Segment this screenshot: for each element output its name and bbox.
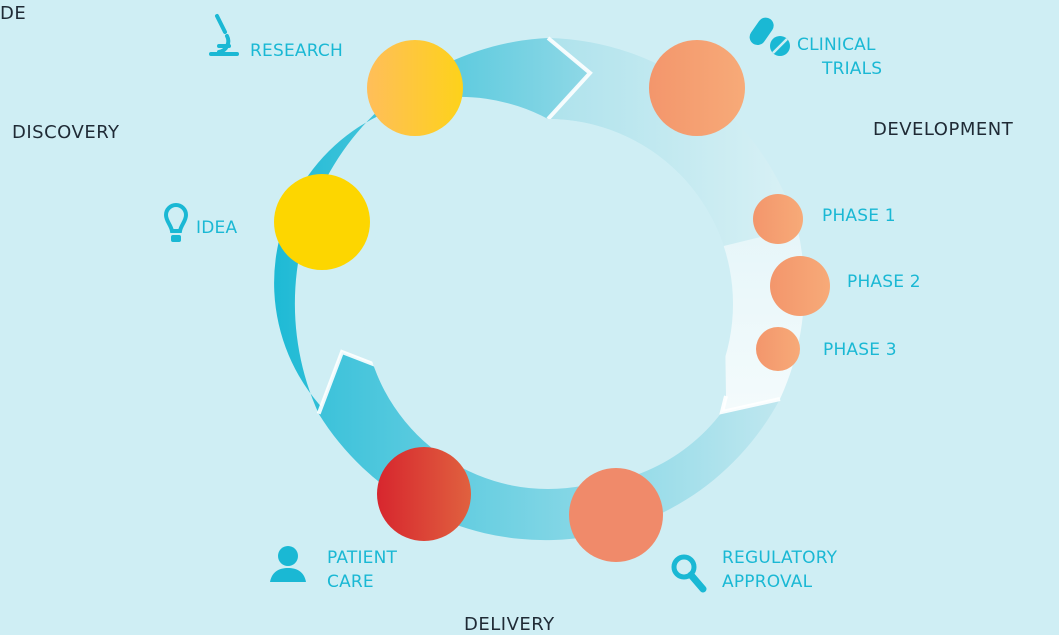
person-icon [270, 546, 306, 582]
step-label-patient-line2: CARE [327, 572, 374, 592]
lightbulb-icon [163, 202, 189, 242]
phase-1-circle [753, 194, 803, 244]
step-label-phase-3: PHASE 3 [823, 340, 897, 360]
arrow-chevron-top [546, 36, 593, 121]
ring-segment-development [548, 38, 798, 246]
step-label-patient-line1: PATIENT [327, 548, 398, 568]
phase-2-circle [770, 256, 830, 316]
idea-circle [274, 174, 370, 270]
ring-segment-development-lower [722, 228, 805, 412]
pills-icon [749, 17, 790, 56]
step-label-regulatory-line2: APPROVAL [722, 572, 813, 592]
phase-3-circle [756, 327, 800, 371]
stage-label-development: DEVELOPMENT [873, 119, 1014, 140]
patient-care-circle [377, 447, 471, 541]
arrow-chevron-right [719, 395, 781, 415]
step-label-clinical-line2: TRIALS [822, 59, 883, 79]
research-circle [367, 40, 463, 136]
step-label-clinical-line1: CLINICAL [797, 35, 876, 55]
stage-label-delivery: DELIVERY [464, 614, 555, 635]
step-label-phase-2: PHASE 2 [847, 272, 921, 292]
step-label-phase-1: PHASE 1 [822, 206, 896, 226]
stage-label-discovery: DISCOVERY [12, 122, 120, 143]
regulatory-approval-circle [569, 468, 663, 562]
step-label-idea: IDEA [196, 218, 238, 238]
clinical-trials-circle [649, 40, 745, 136]
ring-segment-discovery [274, 38, 590, 414]
magnifier-icon [671, 554, 707, 593]
step-label-regulatory-line1: REGULATORY [722, 548, 838, 568]
partial-heading: DE [0, 3, 27, 24]
microscope-icon [209, 14, 239, 56]
step-label-research: RESEARCH [250, 41, 343, 61]
inner-circle [363, 119, 733, 489]
